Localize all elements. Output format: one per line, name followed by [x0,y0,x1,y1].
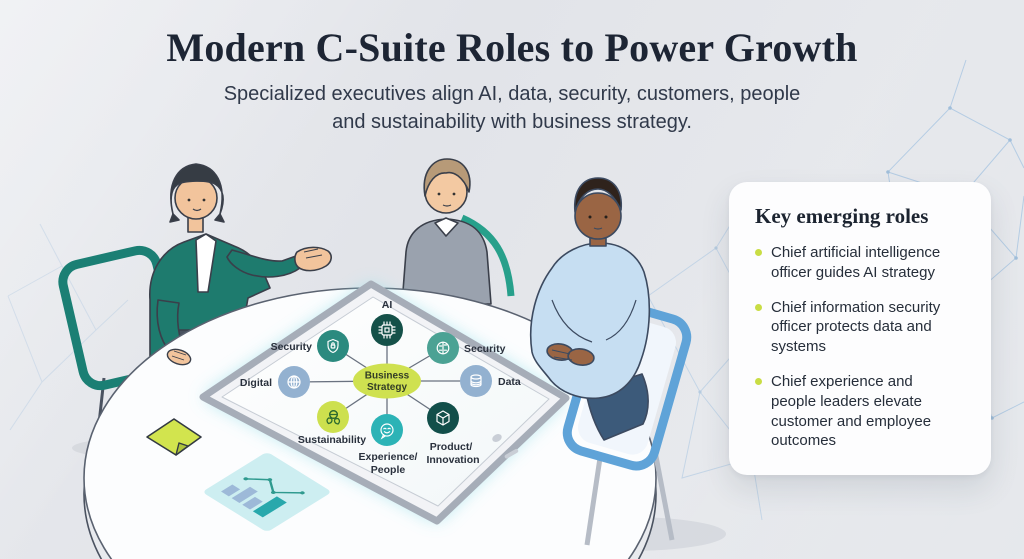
svg-text:Security: Security [271,341,313,353]
chart-card [204,453,330,531]
tablet-camera [492,434,502,442]
page-title: Modern C-Suite Roles to Power Growth [166,25,858,70]
svg-text:People: People [371,464,406,476]
right-man-hair [573,177,623,213]
key-roles-panel: Key emerging roles Chief artificial inte… [729,182,991,476]
globe-icon [287,375,301,389]
database-icon [470,374,482,388]
middle-man-hair [423,158,471,197]
green-dot-icon [755,303,762,311]
bullet-list: Chief artificial intelligence officer gu… [755,243,967,451]
page-subtitle: Specialized executives align AI, data, s… [0,81,1024,136]
node-ai: AI [371,299,403,346]
svg-text:Security: Security [464,343,506,355]
node-security-right: Security [427,332,506,364]
svg-text:Data: Data [498,376,521,388]
subtitle-line-2: and sustainability with business strateg… [332,110,692,133]
tablet-home-button [504,449,519,459]
woman-resting-hand [166,348,192,366]
node-security-left: Security [271,330,349,362]
strategy-diagram: Business Strategy AI Se [240,299,521,476]
node-sustainability: Sustainability [298,401,366,446]
middle-man [401,158,492,305]
woman-shirt [195,233,217,293]
header: Modern C-Suite Roles to Power Growth Spe… [0,24,1024,136]
svg-text:Strategy: Strategy [367,382,407,393]
svg-text:AI: AI [382,299,393,311]
woman-extended-arm [226,249,301,278]
node-data: Data [460,365,521,397]
node-digital: Digital [240,366,310,398]
list-item: Chief artificial intelligence officer gu… [755,243,967,283]
svg-text:Digital: Digital [240,377,272,389]
list-item: Chief experience and people leaders elev… [755,372,967,451]
bullet-text: Chief artificial intelligence officer gu… [771,244,941,281]
network-decoration-left [7,223,129,431]
right-man-shirt [529,242,651,400]
brain-icon [436,341,450,355]
diagram-spokes [293,330,476,430]
middle-chair [460,214,515,297]
cube-icon [436,410,450,426]
panel-title: Key emerging roles [755,204,929,228]
subtitle-line-1: Specialized executives align AI, data, s… [223,83,801,105]
smiley-chat-icon [380,423,394,440]
bullet-text: Chief experience and people leaders elev… [771,372,932,450]
svg-text:Sustainability: Sustainability [298,434,366,446]
right-man [529,177,651,441]
sticky-note [146,418,202,456]
node-experience-people: Experience/ People [359,414,418,476]
shield-icon [327,338,339,354]
woman-hand-gesture [294,246,332,272]
woman-hair [170,163,224,215]
svg-text:Innovation: Innovation [426,454,479,466]
svg-text:Business: Business [365,371,410,382]
hub-business-strategy: Business Strategy [353,363,421,399]
tablet [199,280,570,525]
bullet-text: Chief information security officer prote… [771,298,941,356]
svg-text:Experience/: Experience/ [359,451,418,463]
ai-chip-icon [378,321,396,339]
green-dot-icon [755,249,762,256]
right-man-head [574,192,622,240]
middle-man-collar [434,217,459,237]
node-product-innovation: Product/ Innovation [426,402,480,466]
svg-text:Product/: Product/ [430,441,473,453]
leaf-globe-icon [326,410,341,425]
green-dot-icon [755,377,762,385]
list-item: Chief information security officer prote… [755,298,967,357]
